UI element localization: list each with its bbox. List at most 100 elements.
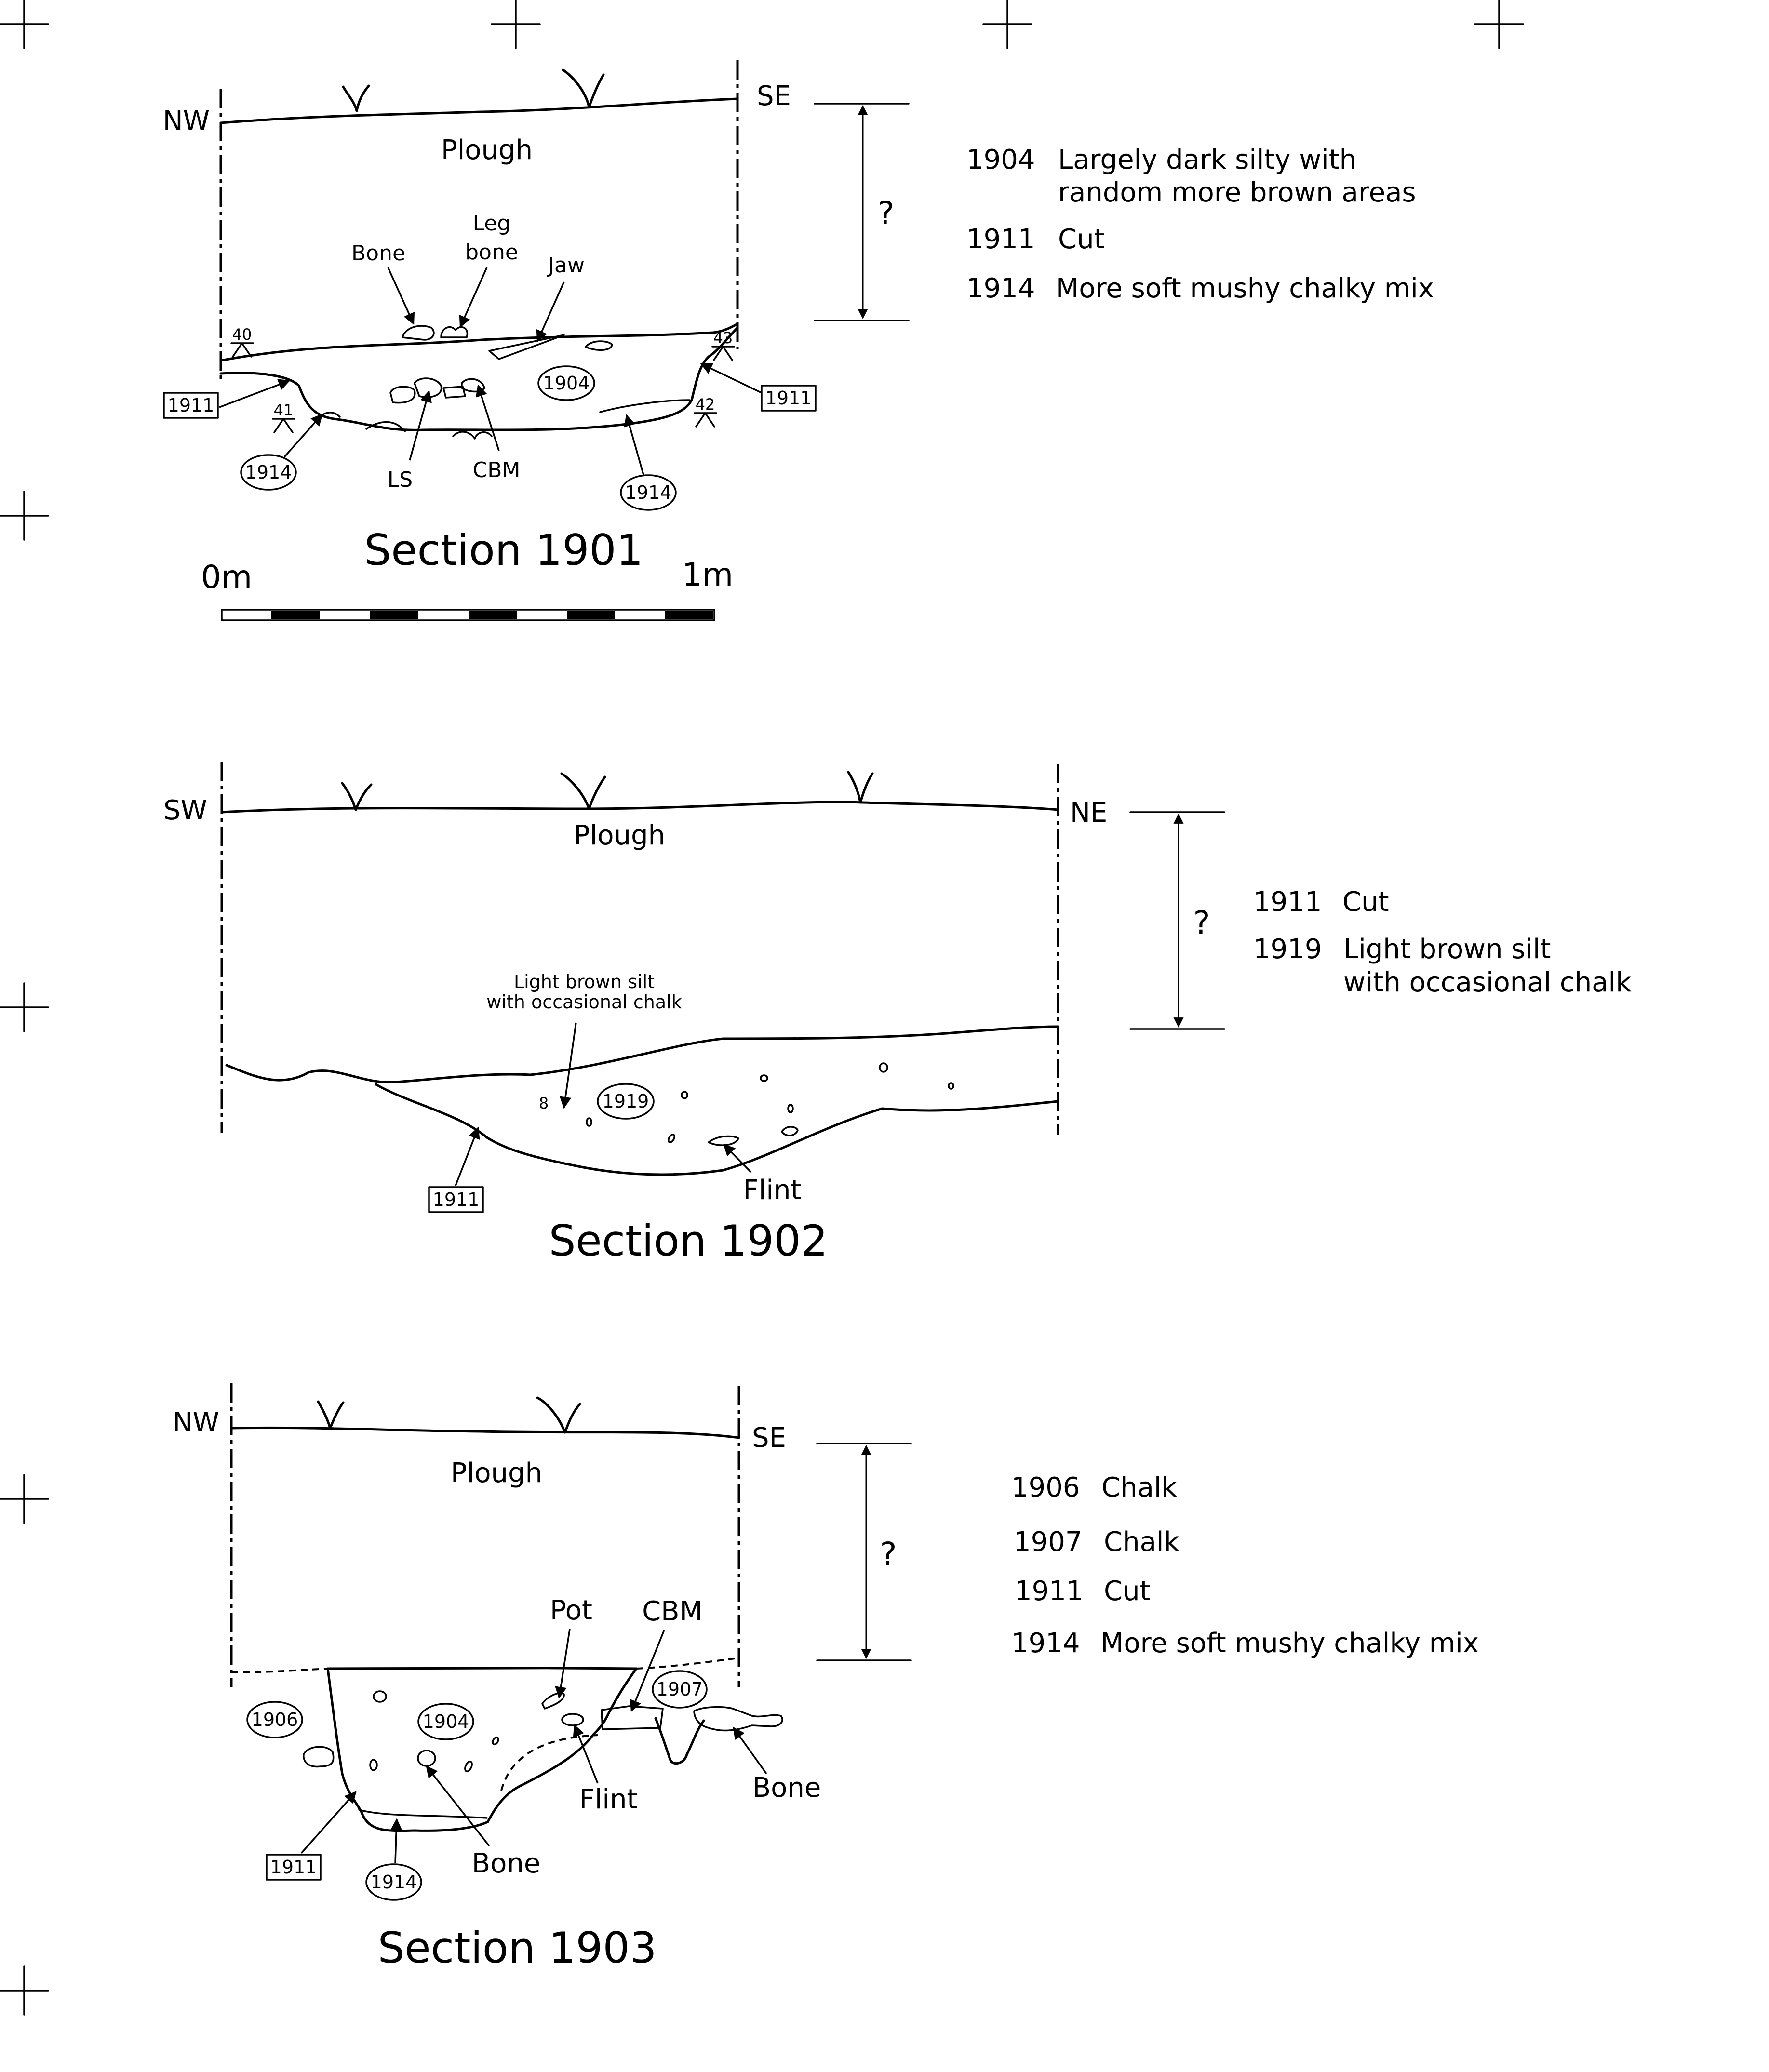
bone-find-right (693, 1706, 783, 1732)
annotation-line-2: with occasional chalk (486, 991, 682, 1013)
level-marker-icon (694, 412, 717, 428)
reg-cross-5 (0, 491, 49, 541)
legend-desc: Light brown silt (1343, 934, 1551, 965)
bone-arrow-right (733, 1727, 767, 1775)
pot-label: Pot (550, 1595, 592, 1626)
legend-1901: 1904 Largely dark silty with random more… (966, 144, 1434, 304)
bone-arrow (387, 267, 415, 325)
cbm-find (442, 386, 466, 399)
context-1911-box (428, 1186, 484, 1213)
context-1904: 1904 (423, 1711, 469, 1732)
section-1902-title: Section 1902 (549, 1216, 828, 1266)
section-1903-title: Section 1903 (378, 1923, 657, 1973)
context-1904-ellipse (417, 1703, 474, 1740)
legend-desc: Cut (1104, 1576, 1151, 1607)
cbm-label: CBM (642, 1596, 703, 1627)
plough-base-line (219, 322, 739, 362)
cbm-arrow (630, 1630, 665, 1712)
legend-desc: Cut (1342, 886, 1389, 918)
registration-marks (0, 0, 1524, 2016)
small-find-number: 8 (539, 1094, 549, 1112)
legend-num: 1911 (966, 224, 1035, 255)
leg-bone-arrow (459, 267, 488, 328)
scale-bar-frame (221, 609, 715, 621)
vegetation-icon (536, 1396, 581, 1434)
bone-find (402, 325, 435, 341)
interface-dashed (500, 1734, 598, 1791)
context-1904-ellipse (537, 365, 595, 401)
leg-bone-find (440, 326, 469, 338)
reg-cross-8 (0, 1965, 49, 2016)
jaw-arrow (536, 281, 565, 343)
section-1902-ground-line (220, 801, 1059, 814)
horizon-line-dashed (231, 1668, 328, 1673)
legend-num: 1911 (1253, 886, 1322, 918)
cbm-find (461, 378, 485, 393)
lens-1914 (599, 399, 690, 413)
orient-left: NW (173, 1407, 219, 1438)
level-marker-icon (230, 342, 254, 358)
scale-start: 0m (201, 559, 252, 596)
bone-label-left: Bone (472, 1848, 541, 1879)
section-1901: NW SE Plough 1904 Bone Leg bone Jaw LS C… (163, 60, 1434, 575)
cut-1911-arrow-left (219, 379, 291, 408)
depth-extent-lines (1129, 811, 1225, 1030)
context-1907-ellipse (652, 1670, 708, 1709)
vegetation-icon (341, 782, 373, 811)
bone-arrow-left (426, 1765, 490, 1847)
vegetation-icon (342, 84, 370, 112)
depth-unknown: ? (880, 1536, 897, 1573)
chalk-inclusion (787, 1104, 794, 1113)
scale-bar-segment (271, 611, 320, 619)
reg-cross-3 (982, 0, 1032, 49)
legend-desc: More soft mushy chalky mix (1100, 1628, 1479, 1659)
vegetation-icon (847, 771, 874, 804)
level-42: 42 (696, 395, 715, 414)
legend-num: 1914 (966, 273, 1035, 304)
chalk-inclusion (681, 1091, 688, 1099)
cut-1911-arrow (455, 1126, 480, 1186)
context-1911-left-box (163, 392, 219, 419)
depth-unknown: ? (877, 195, 894, 232)
legend-num: 1911 (1015, 1576, 1084, 1607)
context-1911: 1911 (433, 1189, 480, 1210)
orient-right: NE (1070, 797, 1107, 829)
legend-num: 1904 (966, 144, 1035, 175)
level-marker-icon (272, 418, 295, 433)
ls-arrow (409, 390, 432, 461)
chalk-inclusion (586, 1117, 592, 1127)
cbm-label: CBM (473, 458, 521, 482)
legend-num: 1907 (1014, 1526, 1083, 1558)
reg-cross-4 (1474, 0, 1524, 49)
vegetation-icon (562, 68, 605, 108)
context-1914-ellipse (365, 1863, 422, 1901)
scale-bar-segment (469, 611, 517, 619)
bone-label: Bone (351, 241, 405, 266)
horizon-line-dashed (636, 1657, 739, 1670)
legend-desc: Cut (1058, 224, 1105, 255)
plough-label: Plough (574, 820, 665, 851)
cut-1911-arrow (300, 1791, 357, 1854)
flint-arrow (573, 1724, 599, 1784)
context-1914: 1914 (371, 1871, 417, 1893)
flint-find (708, 1135, 739, 1146)
chalk-lump (303, 1746, 335, 1768)
context-1914-arrow (390, 1818, 402, 1864)
depth-extent-lines (816, 1443, 912, 1661)
context-1914-right: 1914 (625, 482, 672, 503)
horizon-line (326, 1667, 638, 1670)
reg-cross-7 (0, 1474, 49, 1524)
depth-unknown: ? (1193, 904, 1210, 941)
level-43: 43 (713, 329, 733, 347)
level-41: 41 (274, 401, 294, 419)
context-1906-ellipse (246, 1701, 303, 1738)
legend-desc: Largely dark silty with (1058, 144, 1356, 175)
legend-desc-2: random more brown areas (1058, 177, 1416, 208)
scale-bar-segment (567, 611, 615, 619)
section-1902: SW NE Plough 1919 8 Light brown silt wit… (163, 762, 1632, 1266)
vegetation-icon (317, 1400, 345, 1430)
context-1906: 1906 (252, 1709, 298, 1730)
legend-desc: More soft mushy chalky mix (1056, 273, 1434, 304)
